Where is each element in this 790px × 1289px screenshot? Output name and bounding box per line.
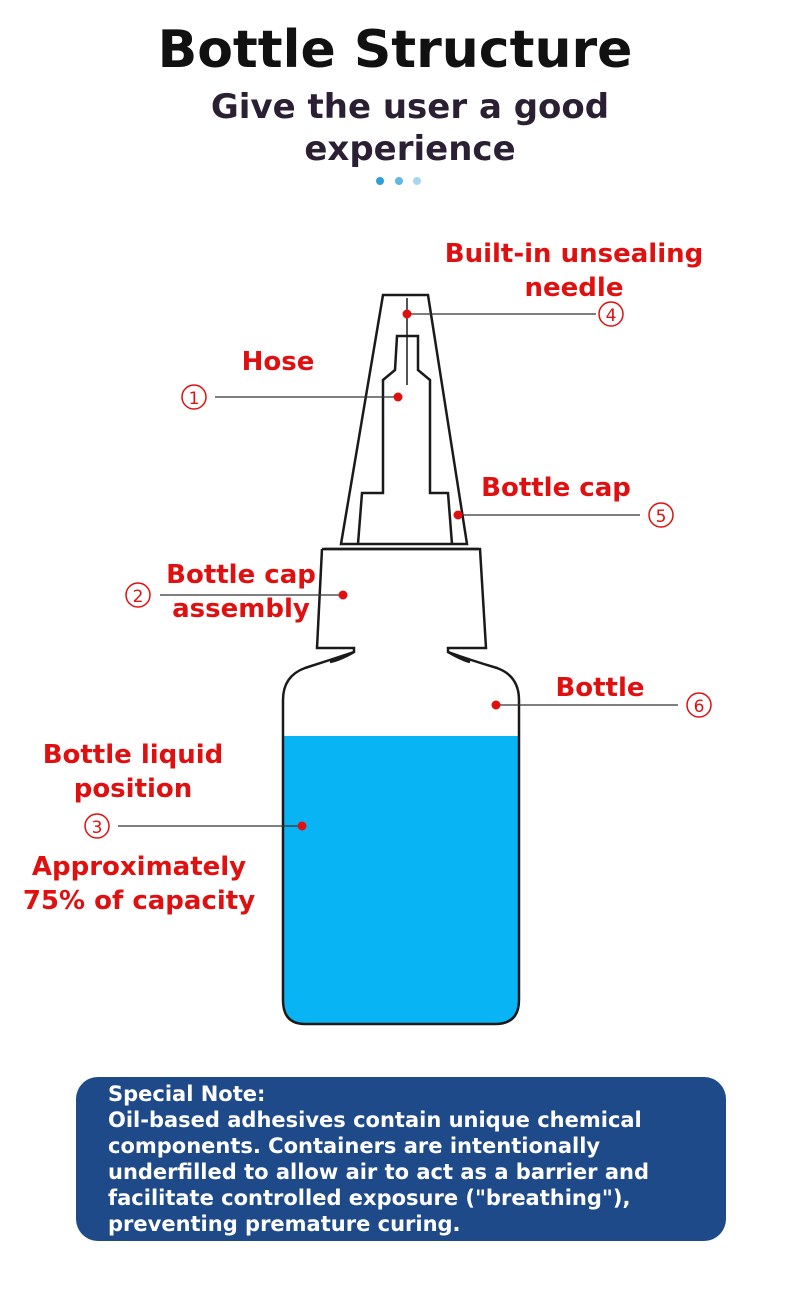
number-marker-hose: 1 xyxy=(181,384,207,410)
pagination-dot xyxy=(395,177,403,185)
pointer-dot xyxy=(338,590,348,600)
page-subtitle: Give the user a good experience xyxy=(210,87,610,169)
svg-text:2: 2 xyxy=(133,587,144,607)
pointer-dot xyxy=(402,309,412,319)
svg-text:4: 4 xyxy=(606,306,617,326)
pointer-dot xyxy=(393,392,403,402)
label-bottle: Bottle xyxy=(555,673,645,703)
special-note-box: Special Note: Oil-based adhesives contai… xyxy=(76,1077,726,1241)
label-cap: Bottle cap xyxy=(481,473,631,503)
page-title: Bottle Structure xyxy=(157,20,633,80)
pagination-dot xyxy=(413,177,421,185)
number-marker-bottle: 6 xyxy=(686,692,712,718)
label-capacity: Approximately 75% of capacity xyxy=(22,852,256,916)
bottle-body xyxy=(281,650,521,1026)
label-liquid-position: Bottle liquid position xyxy=(42,740,224,804)
cap-assembly-shape xyxy=(315,547,488,664)
label-hose: Hose xyxy=(241,347,315,377)
svg-text:1: 1 xyxy=(189,389,200,409)
pagination-dot xyxy=(376,177,384,185)
pagination-dots xyxy=(376,177,426,187)
number-marker-liquid: 3 xyxy=(84,813,110,839)
pointer-dot xyxy=(453,510,463,520)
svg-text:3: 3 xyxy=(92,818,103,838)
special-note-body: Oil-based adhesives contain unique chemi… xyxy=(108,1108,649,1236)
svg-text:5: 5 xyxy=(656,507,667,527)
number-marker-cap-assembly: 2 xyxy=(125,582,151,608)
label-cap-assembly: Bottle cap assembly xyxy=(166,560,316,624)
nozzle-inner xyxy=(356,334,454,545)
liquid-fill xyxy=(283,736,519,1024)
pointer-dot xyxy=(297,821,307,831)
label-needle: Built-in unsealing needle xyxy=(444,239,704,303)
svg-text:6: 6 xyxy=(694,697,705,717)
nozzle-outer xyxy=(339,293,469,546)
special-note-title: Special Note: xyxy=(108,1082,266,1106)
number-marker-needle: 4 xyxy=(598,301,624,327)
pointer-dot xyxy=(491,700,501,710)
number-marker-cap: 5 xyxy=(648,502,674,528)
